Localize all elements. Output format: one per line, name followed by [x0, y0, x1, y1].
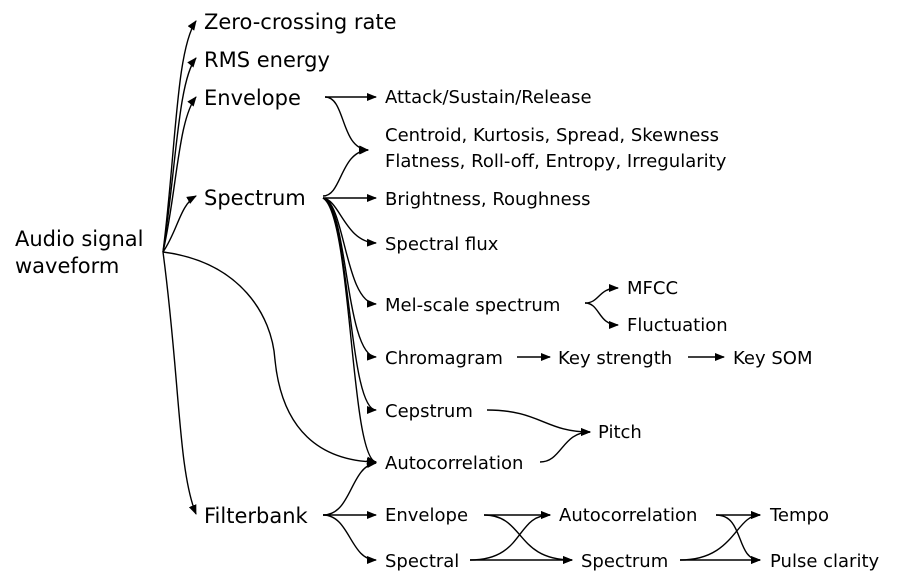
arrow-filterbank-spectral	[322, 514, 377, 564]
source-line1: Audio signal	[15, 227, 144, 251]
node-tempo: Tempo	[770, 505, 829, 526]
arrow-fb-envelope-spectrum	[483, 514, 573, 564]
arrow-mel-fluct	[584, 302, 619, 329]
node-zero-crossing-rate: Zero-crossing rate	[204, 10, 397, 34]
node-centroid-group: Centroid, Kurtosis, Spread, Skewness	[385, 125, 720, 146]
arrow-source-rms	[162, 57, 197, 253]
node-fb-spectral: Spectral	[385, 551, 460, 572]
node-mfcc: MFCC	[627, 278, 679, 299]
arrow-filterbank-autocorrelation	[322, 460, 377, 516]
arrow-autocorr-pitch	[539, 428, 591, 463]
arrow-spectrum-cepstrum	[322, 197, 377, 414]
node-spectral-flux: Spectral flux	[385, 234, 499, 255]
node-mel-scale-spectrum: Mel-scale spectrum	[385, 295, 561, 316]
node-envelope: Envelope	[204, 86, 301, 110]
node-flatness-group: Flatness, Roll-off, Entropy, Irregularit…	[385, 151, 727, 172]
arrow-spectrum-chroma	[322, 197, 377, 361]
node-fluctuation: Fluctuation	[627, 315, 728, 336]
arrow-spectrum-autocorrelation	[322, 197, 377, 465]
node-autocorrelation: Autocorrelation	[385, 453, 524, 474]
node-fb-envelope: Envelope	[385, 505, 469, 526]
arrow-fb-autocorr-pulse	[715, 514, 761, 564]
node-key-som: Key SOM	[733, 348, 813, 369]
node-attack-sustain-release: Attack/Sustain/Release	[385, 87, 592, 108]
arrow-spectrum-mel	[322, 197, 377, 308]
arrow-source-envelope	[162, 96, 197, 253]
arrow-spectrum-flux	[322, 197, 377, 247]
node-rms-energy: RMS energy	[204, 48, 330, 72]
node-filterbank: Filterbank	[204, 504, 308, 528]
node-key-strength: Key strength	[558, 348, 673, 369]
arrow-source-autocorrelation	[162, 251, 377, 466]
source-node: Audio signal waveform	[15, 226, 143, 280]
node-pulse-clarity: Pulse clarity	[770, 551, 880, 572]
arrow-mel-mfcc	[584, 284, 619, 304]
arrow-spectrum-centroid	[322, 146, 369, 197]
arrow-cepstrum-pitch	[486, 409, 591, 436]
arrow-envelope-centroid	[324, 96, 369, 154]
arrow-fb-spectrum-tempo	[679, 511, 761, 561]
node-fb-autocorrelation: Autocorrelation	[559, 505, 698, 526]
node-pitch: Pitch	[598, 422, 642, 443]
arrow-source-filterbank	[162, 251, 197, 515]
source-line2: waveform	[15, 254, 120, 278]
node-chromagram: Chromagram	[385, 348, 503, 369]
node-spectrum: Spectrum	[204, 186, 306, 210]
node-cepstrum: Cepstrum	[385, 401, 473, 422]
node-brightness-roughness: Brightness, Roughness	[385, 189, 591, 210]
node-fb-spectrum: Spectrum	[581, 551, 669, 572]
arrow-fb-spectral-autocorr	[469, 511, 551, 561]
arrow-source-zcr	[162, 20, 197, 253]
arrow-source-spectrum	[162, 195, 197, 253]
